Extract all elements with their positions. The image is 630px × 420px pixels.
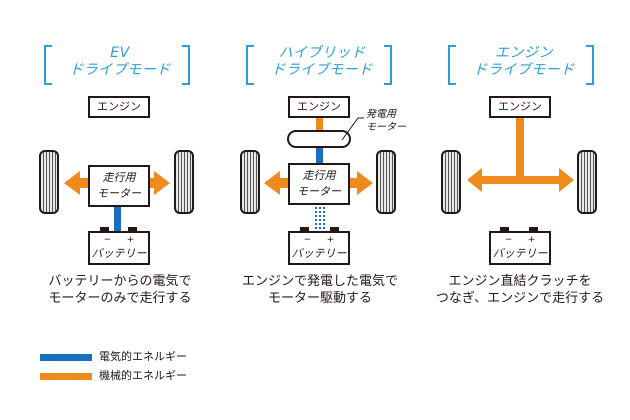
plus-sign: + xyxy=(126,235,135,245)
engine-label: エンジン xyxy=(97,100,141,113)
bracket-left xyxy=(44,45,52,85)
drive-motor-box: 走行用 モーター xyxy=(88,165,150,207)
title-line-1: EV xyxy=(110,45,130,61)
minus-sign: − xyxy=(103,235,112,245)
caption-line-2: モーター駆動する xyxy=(267,291,372,306)
ev-arrow-right xyxy=(146,171,170,195)
battery-box: − + バッテリー xyxy=(288,231,350,265)
battery-label: バッテリー xyxy=(91,247,147,260)
bracket-right xyxy=(182,45,190,85)
ev-mode-title: EV ドライブモード xyxy=(55,45,185,79)
legend-swatch-electric xyxy=(40,354,92,361)
battery-terminal-plus xyxy=(330,227,339,231)
engine-mode-title: エンジン ドライブモード xyxy=(459,45,589,79)
hybrid-mode-title: ハイブリッド ドライブモード xyxy=(257,45,387,79)
ev-caption: バッテリーからの電気で モーターのみで走行する xyxy=(20,273,220,307)
battery-terminal-plus xyxy=(128,227,137,231)
battery-box: − + バッテリー xyxy=(489,231,551,265)
bracket-left xyxy=(246,45,254,85)
battery-terminal-plus xyxy=(529,227,538,231)
caption-line-2: つなぎ、エンジンで走行する xyxy=(435,291,605,306)
ev-arrow-left xyxy=(64,171,88,195)
battery-terminal-minus xyxy=(300,227,309,231)
title-line-2: ドライブモード xyxy=(271,62,373,78)
generator-label-1: 発電用 xyxy=(366,109,396,120)
caption-line-2: モーターのみで走行する xyxy=(48,291,192,306)
ev-electric-line xyxy=(114,202,121,231)
minus-sign: − xyxy=(303,235,312,245)
ev-flow xyxy=(64,171,170,231)
bracket-right xyxy=(384,45,392,85)
tire-left xyxy=(39,150,59,214)
battery-terminal-minus xyxy=(500,227,509,231)
engine-label: エンジン xyxy=(498,100,542,113)
legend-label-electric: 電気的エネルギー xyxy=(99,350,187,363)
hybrid-arrow-left xyxy=(264,171,288,195)
engine-horizontal-line xyxy=(480,176,562,184)
plus-sign: + xyxy=(326,235,335,245)
motor-label-1: 走行用 xyxy=(302,169,336,182)
battery-terminal-minus xyxy=(100,227,109,231)
engine-arrow-right xyxy=(559,168,574,192)
tire-right xyxy=(577,150,597,214)
tire-right xyxy=(376,150,396,214)
engine-caption: エンジン直結クラッチを つなぎ、エンジンで走行する xyxy=(410,273,630,307)
plus-sign: + xyxy=(527,235,536,245)
generator-motor-label: 発電用 モーター xyxy=(366,108,406,134)
title-line-1: エンジン xyxy=(495,45,553,61)
engine-label: エンジン xyxy=(297,100,341,113)
bracket-left xyxy=(448,45,456,85)
title-line-2: ドライブモード xyxy=(69,62,171,78)
legend-label-mechanical: 機械的エネルギー xyxy=(99,369,187,382)
hybrid-electric-line xyxy=(316,146,323,164)
legend-swatch-mechanical xyxy=(40,373,92,380)
generator-label-2: モーター xyxy=(366,122,406,133)
bracket-right xyxy=(586,45,594,85)
hybrid-flow xyxy=(264,115,373,230)
hybrid-arrow-right xyxy=(349,171,373,195)
title-line-2: ドライブモード xyxy=(473,62,575,78)
motor-label-2: モーター xyxy=(97,187,141,200)
caption-line-1: エンジンで発電した電気で xyxy=(241,274,398,289)
drive-motor-box: 走行用 モーター xyxy=(288,163,350,205)
caption-line-1: エンジン直結クラッチを xyxy=(448,274,592,289)
tire-right xyxy=(174,150,194,214)
motor-label-2: モーター xyxy=(297,185,341,198)
generator-motor-shape xyxy=(287,130,351,148)
battery-box: − + バッテリー xyxy=(88,231,150,265)
hybrid-mechanical-line xyxy=(316,115,323,132)
minus-sign: − xyxy=(504,235,513,245)
tire-left xyxy=(240,150,260,214)
engine-vertical-line xyxy=(516,115,524,179)
battery-label: バッテリー xyxy=(291,247,347,260)
engine-box: エンジン xyxy=(288,96,350,118)
motor-label-1: 走行用 xyxy=(102,171,136,184)
title-line-1: ハイブリッド xyxy=(278,45,366,61)
engine-box: エンジン xyxy=(489,96,551,118)
engine-box: エンジン xyxy=(88,96,150,118)
caption-line-1: バッテリーからの電気で xyxy=(48,274,192,289)
hybrid-caption: エンジンで発電した電気で モーター駆動する xyxy=(210,273,430,307)
engine-arrow-left xyxy=(467,168,482,192)
generator-leader-line xyxy=(341,117,364,141)
battery-label: バッテリー xyxy=(492,247,548,260)
engine-flow xyxy=(467,115,574,192)
tire-left xyxy=(441,150,461,214)
